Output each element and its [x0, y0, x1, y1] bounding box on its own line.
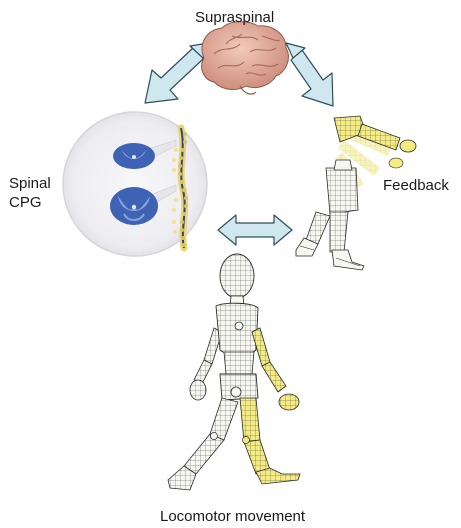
- label-spinal: Spinal: [9, 175, 51, 192]
- label-feedback: Feedback: [383, 177, 449, 194]
- label-supraspinal: Supraspinal: [195, 9, 274, 26]
- arrow-spinal-feedback: [218, 215, 292, 245]
- arrow-supraspinal-feedback: [286, 43, 333, 106]
- label-locomotor-movement: Locomotor movement: [160, 508, 306, 525]
- spinal-cpg-circle: [63, 112, 207, 256]
- brain-icon: [202, 22, 289, 94]
- label-cpg: CPG: [9, 194, 42, 211]
- walking-mannequin-icon: [168, 254, 300, 490]
